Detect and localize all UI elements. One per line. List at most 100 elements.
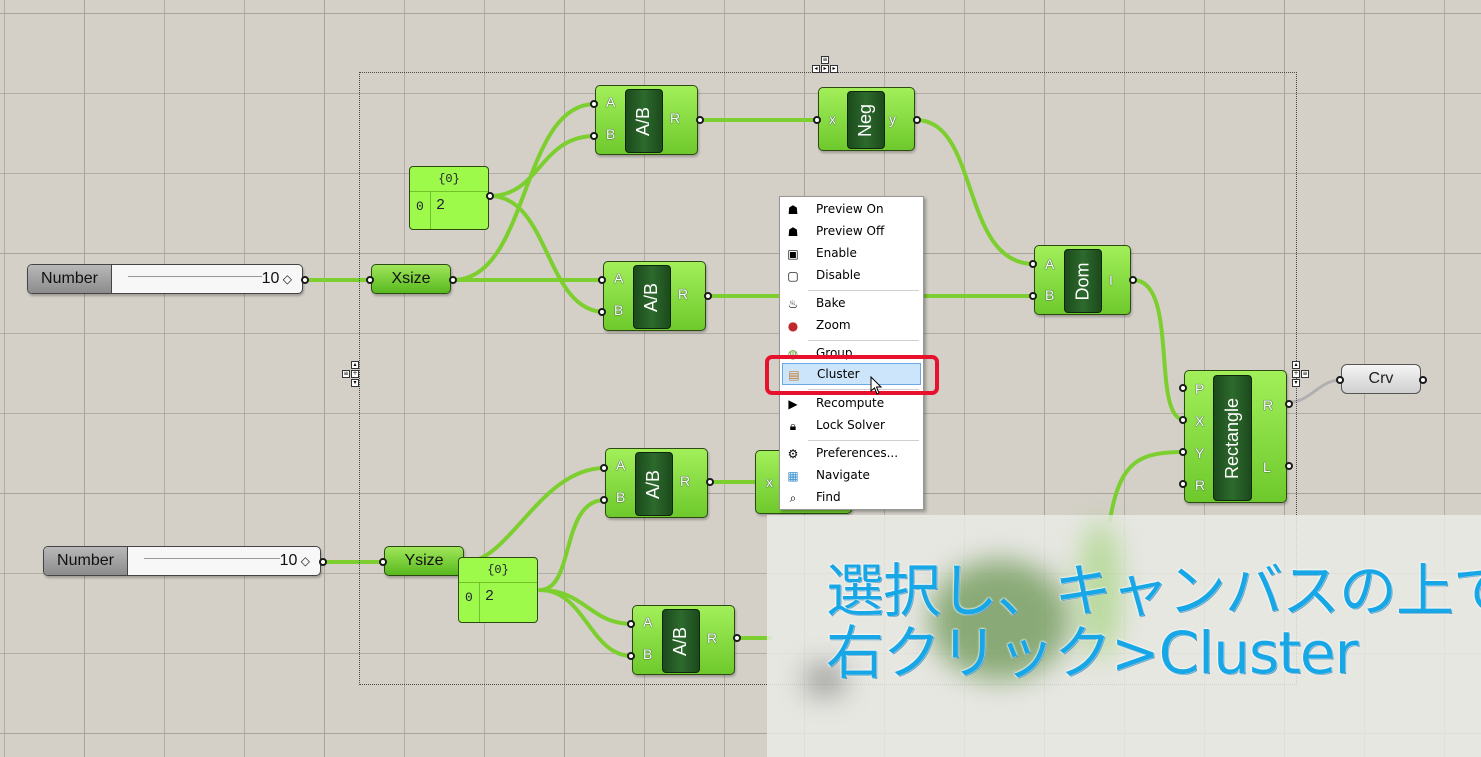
input-a-label: A [616, 457, 626, 473]
component-core: A/B [625, 89, 663, 153]
component-core: A/B [662, 609, 700, 673]
output-grip[interactable] [1419, 376, 1427, 384]
menu-item-preview-on[interactable]: ☗ Preview On [787, 202, 884, 217]
output-grip[interactable] [913, 116, 921, 124]
output-grip[interactable] [1285, 400, 1293, 408]
context-menu: ☗ Preview On ☗ Preview Off ▣ Enable ▢ Di… [779, 196, 924, 510]
input-grip[interactable] [600, 496, 608, 504]
menu-separator [808, 440, 919, 441]
enable-icon: ▣ [787, 247, 799, 261]
output-r-label: R [680, 473, 691, 489]
menu-item-preferences[interactable]: ⚙ Preferences... [787, 446, 899, 461]
input-grip[interactable] [366, 276, 374, 284]
move-handle[interactable]: ▴ +≡ ▾ [1292, 361, 1309, 387]
menu-item-zoom[interactable]: ● Zoom [787, 318, 851, 333]
ysize-param[interactable]: Ysize [384, 546, 464, 576]
input-x-label: X [1195, 413, 1205, 429]
navigate-icon: ▦ [787, 469, 799, 483]
division-component[interactable]: A B A/B R [605, 448, 708, 518]
output-y-label: y [889, 111, 896, 127]
input-grip[interactable] [379, 558, 387, 566]
output-i-label: I [1109, 272, 1113, 288]
slider-track[interactable] [128, 276, 262, 277]
blurred-component [930, 560, 1070, 680]
input-p-label: P [1195, 381, 1205, 397]
input-grip[interactable] [1336, 376, 1344, 384]
input-grip[interactable] [627, 652, 635, 660]
find-icon: ⌕ [789, 491, 797, 505]
division-component[interactable]: A B A/B R [632, 605, 735, 675]
panel-x[interactable]: {0} 0 2 [409, 166, 489, 230]
input-grip[interactable] [598, 308, 606, 316]
output-grip[interactable] [706, 478, 714, 486]
domain-component[interactable]: A B Dom I [1034, 245, 1131, 315]
move-handle[interactable]: ▴ ≡+ ▾ [342, 361, 359, 387]
menu-separator [808, 290, 919, 291]
input-grip[interactable] [598, 276, 606, 284]
caption-line-1: 選択し、キャンバスの上で [826, 557, 1481, 625]
input-grip[interactable] [1179, 448, 1187, 456]
input-grip[interactable] [1029, 260, 1037, 268]
rectangle-component[interactable]: P X Y R Rectangle R L [1184, 370, 1287, 503]
output-r-label: R [1263, 397, 1274, 413]
output-grip[interactable] [319, 558, 327, 566]
output-grip[interactable] [1285, 462, 1293, 470]
menu-item-preview-off[interactable]: ☗ Preview Off [787, 224, 885, 239]
preferences-icon: ⚙ [787, 447, 799, 461]
highlight-box [765, 355, 939, 395]
output-grip[interactable] [486, 192, 494, 200]
component-core: Dom [1064, 249, 1102, 313]
menu-separator [808, 340, 919, 341]
input-grip[interactable] [590, 132, 598, 140]
menu-item-disable[interactable]: ▢ Disable [787, 268, 861, 283]
output-grip[interactable] [704, 292, 712, 300]
input-b-label: B [606, 126, 616, 142]
slider-value: 10 [280, 552, 310, 570]
input-grip[interactable] [1179, 416, 1187, 424]
input-b-label: B [1045, 287, 1055, 303]
crv-param[interactable]: Crv [1341, 364, 1421, 394]
input-grip[interactable] [1029, 292, 1037, 300]
panel-divider [430, 191, 431, 229]
grid-line [0, 253, 1481, 254]
input-b-label: B [614, 302, 624, 318]
output-grip[interactable] [1129, 276, 1137, 284]
menu-separator [808, 389, 919, 390]
bake-icon: ♨ [787, 297, 799, 311]
menu-item-lock-solver[interactable]: 🔒︎ Lock Solver [782, 415, 921, 437]
input-grip[interactable] [600, 464, 608, 472]
cluster-icon: ▤ [788, 368, 800, 382]
input-a-label: A [614, 270, 624, 286]
output-grip[interactable] [733, 634, 741, 642]
grid-line [0, 13, 1481, 14]
output-grip[interactable] [301, 276, 309, 284]
menu-item-find[interactable]: ⌕ Find [782, 487, 921, 509]
input-grip[interactable] [1179, 384, 1187, 392]
menu-item-enable[interactable]: ▣ Enable [787, 246, 857, 261]
move-handle[interactable]: ≡ ◂▸▸ [812, 56, 838, 82]
input-grip[interactable] [627, 620, 635, 628]
menu-item-bake[interactable]: ♨ Bake [787, 296, 846, 311]
xsize-param[interactable]: Xsize [371, 264, 451, 294]
input-grip[interactable] [1179, 480, 1187, 488]
menu-item-navigate[interactable]: ▦ Navigate [787, 468, 870, 483]
slider-label: Number [44, 547, 128, 575]
number-slider-y[interactable]: Number 10 [43, 546, 321, 576]
menu-item-cluster[interactable]: ▤ Cluster [782, 363, 921, 385]
input-grip[interactable] [590, 100, 598, 108]
input-b-label: B [643, 646, 653, 662]
panel-y[interactable]: {0} 0 2 [458, 557, 538, 623]
negative-component[interactable]: x Neg y [818, 87, 915, 151]
slider-track[interactable] [144, 558, 280, 559]
output-grip[interactable] [449, 276, 457, 284]
output-grip[interactable] [696, 116, 704, 124]
division-component[interactable]: A B A/B R [595, 85, 698, 155]
component-core: Neg [847, 91, 885, 149]
panel-divider [479, 582, 480, 622]
division-component[interactable]: A B A/B R [603, 261, 706, 331]
output-r-label: R [678, 286, 689, 302]
grid-line [1044, 0, 1045, 757]
number-slider-x[interactable]: Number 10 [27, 264, 303, 294]
input-grip[interactable] [813, 116, 821, 124]
menu-item-recompute[interactable]: ▶ Recompute [782, 393, 921, 415]
